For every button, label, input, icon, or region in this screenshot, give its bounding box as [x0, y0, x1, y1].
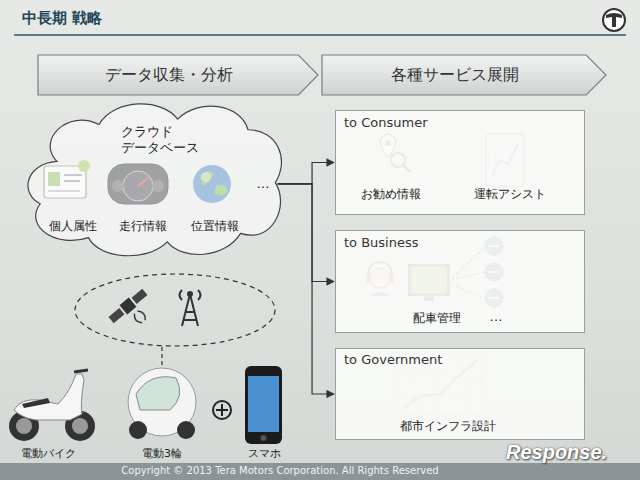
- flow-connector: [278, 184, 334, 394]
- vehicle-caption: スマホ: [238, 447, 290, 460]
- watermark: Response.: [506, 440, 634, 464]
- icon-caption: 都市インフラ設計: [388, 419, 508, 433]
- banner-title: 各種サービス展開: [322, 65, 588, 84]
- section-banner: 各種サービス展開: [322, 55, 606, 95]
- vehicle-caption: 電動バイク: [5, 447, 91, 460]
- icon-caption: 走行情報: [113, 219, 173, 233]
- service-box: to Consumer お勧め情報 運転アシスト: [335, 110, 585, 215]
- icon-caption: 個人属性: [43, 219, 103, 233]
- service-box: to Government 都市インフラ設計: [335, 348, 585, 440]
- cloud-title: クラウド データベース: [121, 124, 205, 155]
- box-heading: to Business: [344, 235, 494, 251]
- ellipsis: …: [486, 309, 506, 325]
- company-logo: [603, 9, 625, 31]
- vehicle-caption: 電動3輪: [122, 447, 202, 460]
- flow-connector: [278, 184, 334, 282]
- plus-symbol: [213, 401, 231, 419]
- box-heading: to Government: [344, 352, 494, 368]
- copyright-notice: Copyright © 2013 Tera Motors Corporation…: [60, 465, 500, 477]
- satellite-icon: [107, 287, 159, 337]
- network-ellipse: [75, 274, 275, 346]
- network-link: [161, 347, 162, 366]
- cloud-outline: [15, 98, 290, 263]
- footer-band: [0, 463, 640, 480]
- ellipsis: …: [253, 176, 273, 192]
- banner-title: データ収集・分析: [38, 65, 300, 84]
- section-banner: データ収集・分析: [38, 55, 318, 95]
- icon-caption: 配車管理: [402, 311, 472, 325]
- box-heading: to Consumer: [344, 115, 494, 131]
- flow-connector: [278, 163, 334, 184]
- icon-caption: 運転アシスト: [462, 187, 558, 201]
- electric-bike: [9, 370, 95, 441]
- service-box: to Business 配車管理 …: [335, 230, 585, 333]
- slide-title: 中長期 戦略: [22, 9, 102, 27]
- smartphone: [245, 366, 282, 444]
- antenna-icon: [180, 290, 201, 326]
- cloud-database: クラウド データベース個人属性走行情報位置情報 …: [15, 98, 290, 263]
- title-rule: [14, 34, 626, 36]
- icon-caption: お勧め情報: [354, 187, 428, 201]
- icon-caption: 位置情報: [185, 219, 245, 233]
- electric-trike: [128, 368, 196, 439]
